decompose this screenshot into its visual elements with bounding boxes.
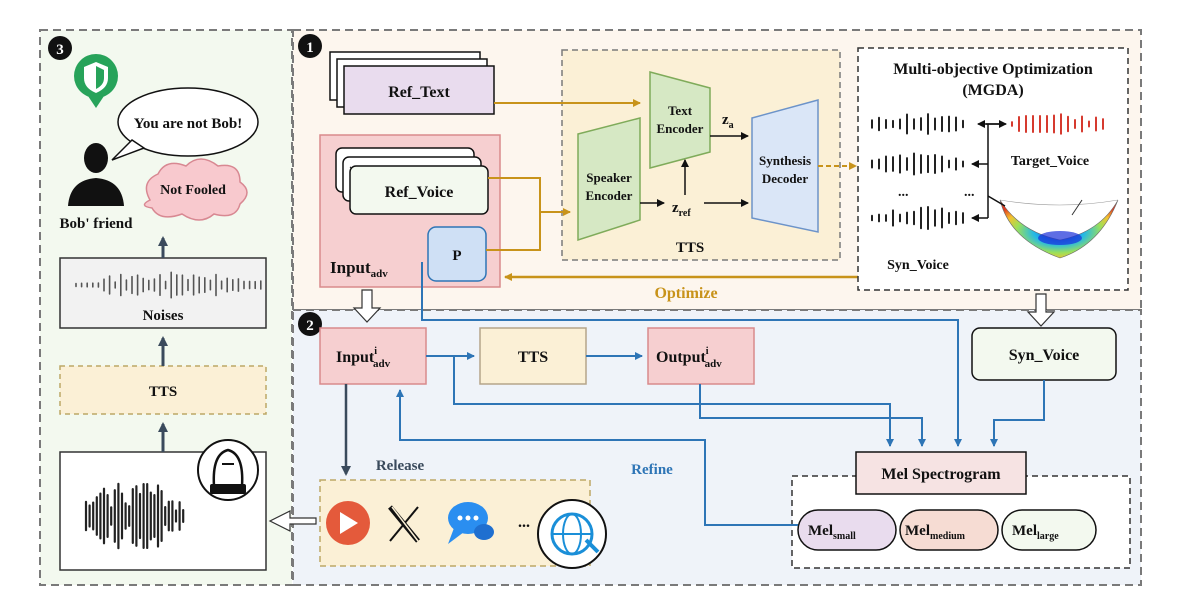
mel-medium-pill [899, 509, 999, 551]
adversarial-audio-waveform [84, 482, 185, 550]
arrow-refvoice-to-speaker [488, 177, 571, 216]
svg-text:Encoder: Encoder [586, 188, 633, 203]
tts-block-panel2: TTS [479, 327, 587, 385]
globe-icon [537, 499, 607, 569]
smart-speaker-icon [197, 439, 259, 501]
z-a-label: za [722, 112, 734, 131]
mgda-title-line2: (MGDA) [962, 82, 1023, 99]
svg-text:Noises: Noises [143, 308, 184, 324]
speech-text: You are not Bob! [134, 116, 243, 132]
synthesis-decoder: Synthesis Decoder [751, 99, 819, 233]
person-silhouette-icon [68, 143, 124, 206]
tts-box-panel3: TTS [59, 365, 267, 415]
svg-text:2: 2 [306, 318, 314, 334]
ref-text-label: Ref_Text [388, 84, 450, 101]
mel-spectrogram-box [855, 451, 1027, 495]
panel-1-number-badge: 1 [298, 34, 322, 58]
hollow-arrow-left [268, 510, 317, 532]
z-ref-label: zref [672, 200, 691, 219]
svg-text:Mellarge: Mellarge [1012, 523, 1059, 542]
panel2-arrows [341, 262, 1045, 526]
svg-text:3: 3 [56, 42, 64, 58]
tts-region-label: TTS [676, 240, 704, 256]
panel-2-number-badge: 2 [298, 312, 322, 336]
not-fooled-cloud: Not Fooled [143, 158, 248, 221]
svg-text:Text: Text [668, 103, 693, 118]
mgda-waveforms [871, 113, 1104, 230]
ref-voice-label: Ref_Voice [385, 184, 454, 201]
svg-text:Melsmall: Melsmall [808, 523, 856, 542]
ref-text-card [343, 65, 495, 115]
text-encoder: Text Encoder [649, 71, 711, 169]
svg-text:Synthesis: Synthesis [759, 153, 811, 168]
noise-waveform [75, 271, 262, 299]
perturbation-block: P [427, 226, 487, 282]
chat-bubbles-icon [448, 502, 494, 544]
mel-region: Mel Spectrogram Melsmall Melmedium Mella… [791, 451, 1131, 569]
mgda-arrows [971, 120, 1007, 222]
youtube-icon [326, 501, 370, 545]
ref-voice-stack: ... Ref_Voice [335, 147, 489, 215]
target-voice-label: Target_Voice [1011, 154, 1089, 169]
speech-bubble: You are not Bob! [111, 87, 259, 161]
shield-check-icon [74, 54, 118, 108]
mgda-box: Multi-objective Optimization (MGDA) Targ… [857, 47, 1129, 291]
refine-label: Refine [631, 462, 673, 478]
svg-text:TTS: TTS [149, 384, 177, 400]
mel-small-pill [797, 509, 897, 551]
release-label: Release [376, 458, 425, 474]
platforms-box: ... [319, 479, 607, 569]
svg-text:Speaker: Speaker [586, 170, 632, 185]
ref-text-stack: ... Ref_Text [329, 51, 495, 115]
panel1-arrows [486, 99, 858, 281]
mel-large-pill [1001, 509, 1097, 551]
svg-text:P: P [452, 248, 461, 264]
input-adv-label: Inputadv [330, 258, 388, 280]
optimize-label: Optimize [654, 285, 717, 302]
hollow-arrow-mgda-down [1026, 293, 1056, 327]
svg-text:Melmedium: Melmedium [905, 523, 966, 542]
hollow-arrow-input-down [352, 289, 382, 323]
syn-voice-label: Syn_Voice [887, 258, 949, 273]
bob-friend-label: Bob' friend [60, 216, 134, 232]
panel-3-number-badge: 3 [48, 36, 72, 60]
x-logo-icon [388, 505, 420, 543]
svg-text:...: ... [964, 185, 975, 200]
svg-text:1: 1 [306, 40, 314, 56]
svg-text:Not Fooled: Not Fooled [160, 183, 226, 198]
arrow-p-merge [486, 212, 541, 251]
svg-text:Decoder: Decoder [762, 171, 808, 186]
syn-voice-block-panel2: Syn_Voice [971, 327, 1117, 381]
mgda-title-line1: Multi-objective Optimization [893, 61, 1093, 78]
noises-box: Noises [59, 257, 267, 329]
speaker-encoder: Speaker Encoder [577, 117, 641, 242]
arrow-refine [396, 389, 798, 526]
loss-surface-plot [999, 199, 1119, 259]
ref-voice-card [349, 165, 489, 215]
svg-text:...: ... [518, 514, 530, 531]
svg-text:Syn_Voice: Syn_Voice [1009, 347, 1080, 364]
svg-text:Encoder: Encoder [657, 121, 704, 136]
svg-text:...: ... [349, 157, 358, 171]
svg-text:...: ... [898, 185, 909, 200]
svg-text:TTS: TTS [518, 349, 548, 366]
svg-text:Mel Spectrogram: Mel Spectrogram [881, 466, 1001, 483]
